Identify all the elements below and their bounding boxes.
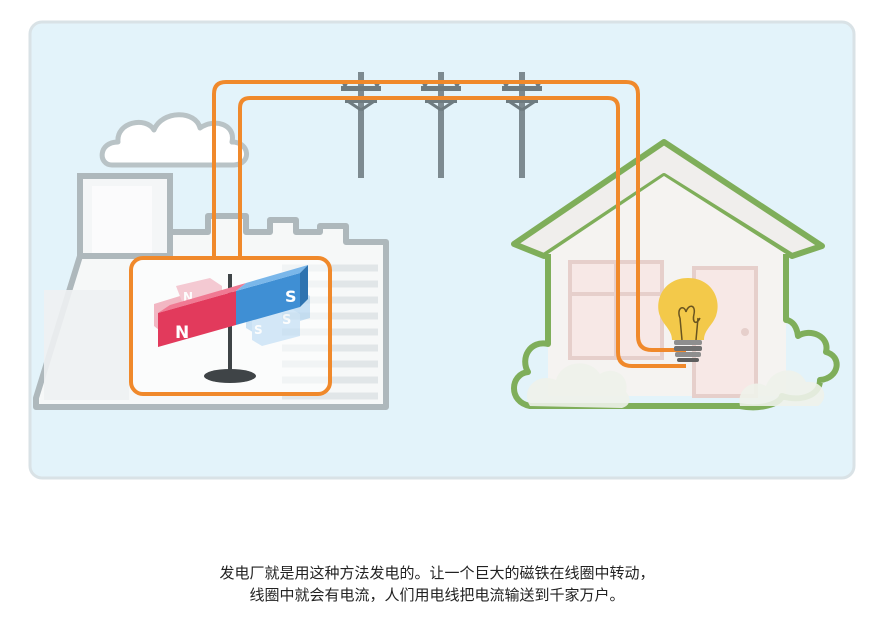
bulb-base <box>674 340 702 362</box>
magnet-south-label: S <box>285 287 297 306</box>
magnet-north-label: N <box>175 323 189 343</box>
caption-line-1: 发电厂就是用这种方法发电的。让一个巨大的磁铁在线圈中转动， <box>0 562 874 584</box>
caption-line-2: 线圈中就会有电流，人们用电线把电流输送到千家万户。 <box>0 584 874 606</box>
caption: 发电厂就是用这种方法发电的。让一个巨大的磁铁在线圈中转动， 线圈中就会有电流，人… <box>0 562 874 606</box>
ghost-south-label-2: S <box>254 323 263 337</box>
ghost-south-label: S <box>282 313 291 328</box>
